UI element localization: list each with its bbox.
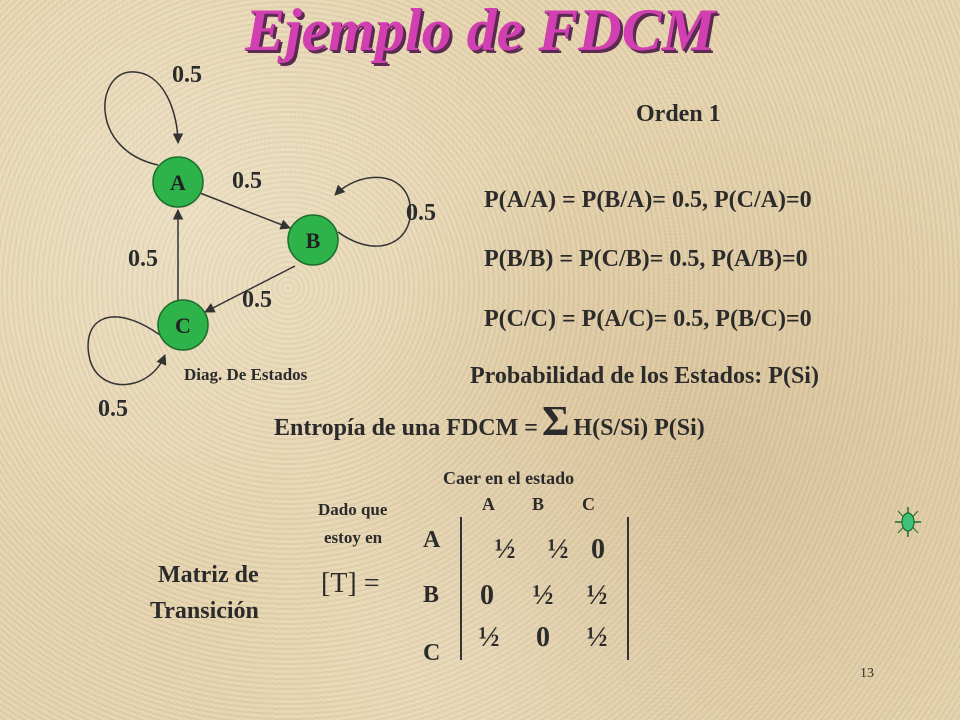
sigma-symbol: Σ bbox=[541, 399, 570, 445]
matrix-cell-r3-c2: 0 bbox=[536, 622, 550, 653]
state-node-a: A bbox=[152, 156, 204, 208]
slide-title: Ejemplo de FDCM bbox=[244, 0, 715, 63]
edge-b-loop bbox=[334, 176, 412, 247]
edge-label-b-to-c: 0.5 bbox=[242, 287, 272, 313]
edge-b-to-c bbox=[204, 265, 296, 313]
prob-line-1: P(A/A) = P(B/A)= 0.5, P(C/A)=0 bbox=[484, 187, 812, 213]
col-header-c: C bbox=[582, 494, 595, 514]
matrix-cell-r1-c3: 0 bbox=[591, 534, 605, 565]
diagram-caption: Diag. De Estados bbox=[184, 365, 308, 384]
order-label: Orden 1 bbox=[636, 101, 721, 127]
matrix-cell-r1-c1: ½ bbox=[494, 534, 516, 565]
edge-label-a-loop: 0.5 bbox=[172, 62, 202, 88]
state-node-b-label: B bbox=[306, 228, 321, 253]
col-header-b: B bbox=[532, 494, 545, 514]
edge-label-c-to-a: 0.5 bbox=[128, 246, 158, 272]
state-node-a-circle bbox=[152, 156, 204, 208]
state-node-c-circle bbox=[157, 299, 209, 351]
matrix-label-line2: Transición bbox=[150, 598, 259, 624]
edge-c-loop bbox=[87, 316, 167, 386]
matrix-bracket bbox=[460, 517, 629, 660]
matrix-cell-r1-c2: ½ bbox=[547, 534, 569, 565]
edge-label-c-loop: 0.5 bbox=[98, 396, 128, 422]
given-label-line1: Dado que bbox=[318, 500, 388, 519]
entropy-suffix: H(S/Si) P(Si) bbox=[573, 415, 705, 441]
fall-into-label: Caer en el estado bbox=[443, 468, 575, 488]
state-node-a-label: A bbox=[170, 170, 186, 195]
matrix-label-line1: Matriz de bbox=[158, 562, 259, 588]
matrix-cell-r3-c3: ½ bbox=[586, 622, 608, 653]
edge-label-a-to-b: 0.5 bbox=[232, 168, 262, 194]
state-probability: Probabilidad de los Estados: P(Si) bbox=[470, 363, 819, 389]
matrix-cell-r2-c2: ½ bbox=[532, 580, 554, 611]
prob-line-2: P(B/B) = P(C/B)= 0.5, P(A/B)=0 bbox=[484, 246, 808, 272]
edge-label-b-loop: 0.5 bbox=[406, 200, 436, 226]
matrix-cell-r3-c1: ½ bbox=[478, 622, 500, 653]
state-node-b-circle bbox=[287, 214, 339, 266]
state-node-c: C bbox=[157, 299, 209, 351]
next-slide-gem-icon[interactable] bbox=[895, 507, 921, 537]
given-label-line2: estoy en bbox=[324, 528, 383, 547]
prob-line-3: P(C/C) = P(A/C)= 0.5, P(B/C)=0 bbox=[484, 306, 812, 332]
edge-a-loop bbox=[104, 71, 184, 166]
entropy-prefix: Entropía de una FDCM = bbox=[274, 415, 538, 441]
row-header-a: A bbox=[423, 527, 441, 553]
entropy-formula: Entropía de una FDCM = Σ H(S/Si) P(Si) bbox=[274, 398, 705, 446]
col-header-a: A bbox=[482, 494, 495, 514]
state-node-c-label: C bbox=[175, 313, 191, 338]
matrix-cell-r2-c3: ½ bbox=[586, 580, 608, 611]
row-header-c: C bbox=[423, 640, 441, 666]
matrix-symbol: [T] = bbox=[321, 568, 380, 599]
page-number: 13 bbox=[860, 666, 874, 681]
edge-a-to-b bbox=[199, 192, 291, 230]
state-node-b: B bbox=[287, 214, 339, 266]
matrix-cell-r2-c1: 0 bbox=[480, 580, 494, 611]
row-header-b: B bbox=[423, 582, 440, 608]
